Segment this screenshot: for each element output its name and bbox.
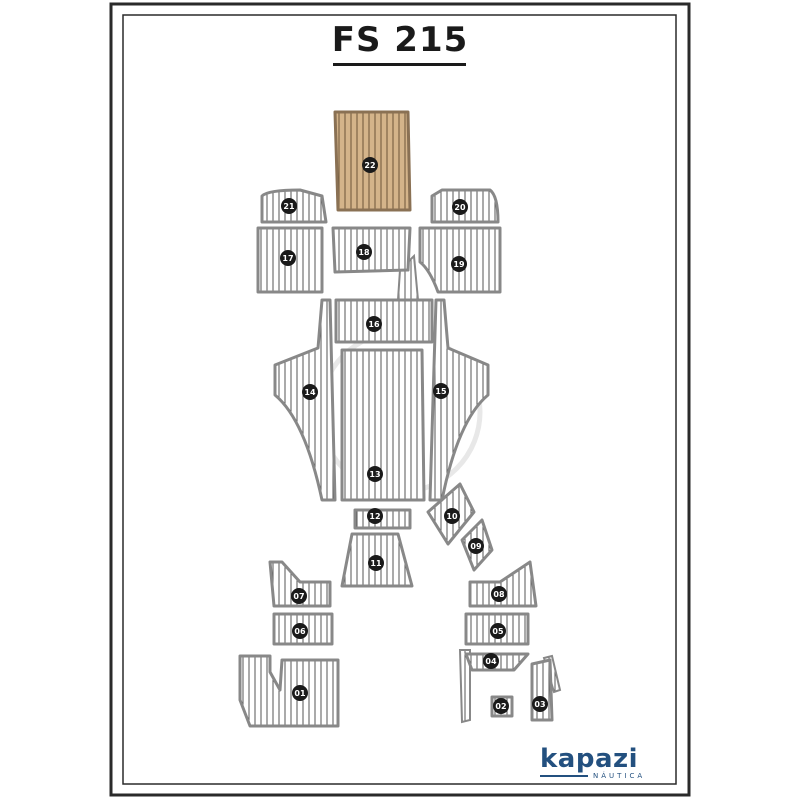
pad-label-text: 03: [534, 700, 545, 709]
pad-label-text: 07: [293, 592, 304, 601]
pad-label-text: 19: [453, 260, 465, 269]
pad-label-text: 21: [283, 202, 295, 211]
pad-label-badge: [490, 623, 506, 639]
pad-label-text: 18: [358, 248, 370, 257]
pad-label-badge: [444, 508, 460, 524]
pad-label-text: 01: [294, 689, 306, 698]
pad-label-text: 10: [446, 512, 458, 521]
pad-label-badge: [433, 383, 449, 399]
pad-label-badge: [292, 685, 308, 701]
pad-label-badge: [366, 316, 382, 332]
inner-frame: [122, 14, 677, 785]
pad-label-text: 04: [485, 657, 497, 666]
pad-label-badge: [452, 199, 468, 215]
pad-label-text: 15: [435, 387, 447, 396]
pad-label-text: 05: [492, 627, 504, 636]
pad-label-text: 09: [470, 542, 482, 551]
pad-label-badge: [302, 384, 318, 400]
pad-label-badge: [451, 256, 467, 272]
brand-bar: [540, 775, 588, 777]
pad-15: [428, 298, 490, 502]
pad-13: [340, 348, 426, 502]
pad-08: [468, 560, 538, 608]
pad-16: [334, 298, 434, 344]
trim-piece: [458, 649, 471, 724]
pad-label-text: 11: [370, 559, 382, 568]
pad-14: [273, 298, 337, 502]
pad-label-badge: [491, 586, 507, 602]
pad-label-badge: [468, 538, 484, 554]
pad-label-badge: [291, 588, 307, 604]
pad-label-text: 13: [369, 470, 380, 479]
pad-label-badge: [362, 157, 378, 173]
outer-frame: [109, 2, 691, 797]
pad-label-text: 14: [304, 388, 316, 397]
pad-label-text: 16: [368, 320, 380, 329]
pads-layer: [238, 110, 562, 728]
pad-label-badge: [280, 250, 296, 266]
pad-label-text: 06: [294, 627, 306, 636]
pad-label-text: 20: [454, 203, 466, 212]
pad-label-text: 02: [495, 702, 506, 711]
pad-label-badge: [367, 508, 383, 524]
pad-label-badge: [532, 696, 548, 712]
page-title: FS 215: [331, 20, 469, 60]
pad-label-text: 08: [493, 590, 505, 599]
pad-label-badge: [493, 698, 509, 714]
pad-label-badge: [292, 623, 308, 639]
pad-label-text: 12: [369, 512, 380, 521]
pad-label-badge: [281, 198, 297, 214]
pad-label-badge: [483, 653, 499, 669]
brand-logo: kapazi NÁUTICA: [540, 744, 660, 784]
pad-12: [353, 508, 412, 530]
pad-label-text: 17: [282, 254, 293, 263]
brand-tagline: NÁUTICA: [593, 772, 646, 780]
title-underline: [333, 63, 466, 66]
pad-07: [268, 560, 332, 608]
pad-label-badge: [367, 466, 383, 482]
pad-label-badge: [368, 555, 384, 571]
pad-label-badge: [356, 244, 372, 260]
labels-layer: 01 02 03 04 05 06 07 08 09 10 11 12 13 14 15 16 17 18 19 20…: [280, 157, 548, 714]
pad-01: [238, 654, 340, 728]
brand-name: kapazi: [540, 744, 639, 774]
pad-label-text: 22: [364, 161, 375, 170]
